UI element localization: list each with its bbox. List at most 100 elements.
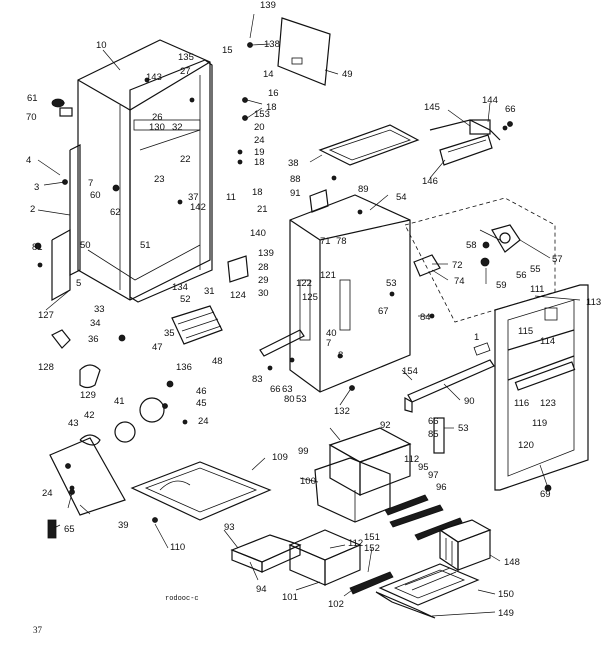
- part-label: 142: [190, 202, 206, 213]
- part-label: 60: [90, 190, 101, 201]
- part-label: 83: [252, 374, 263, 385]
- grille-48: [171, 305, 223, 345]
- part-label: 120: [518, 440, 534, 451]
- part-label: 144: [482, 95, 498, 106]
- part-label: 69: [540, 489, 551, 500]
- part-label: 5: [76, 278, 81, 289]
- part-label: 67: [378, 306, 389, 317]
- part-label: 53: [386, 278, 397, 289]
- part-label: 122: [296, 278, 312, 289]
- part-label: 154: [402, 366, 418, 377]
- part-124: [227, 255, 249, 283]
- part-label: 84: [420, 312, 431, 323]
- part-label: 71: [320, 236, 331, 247]
- part-label: 128: [38, 362, 54, 373]
- part-label: 35: [164, 328, 175, 339]
- part-label: 136: [176, 362, 192, 373]
- inner-liner: [129, 59, 213, 303]
- part-label: 110: [170, 542, 185, 553]
- part-label: 38: [288, 158, 299, 169]
- part-label: 112: [404, 454, 419, 465]
- part-label: 27: [180, 66, 191, 77]
- part-label: 24: [254, 135, 265, 146]
- part-label: 33: [94, 304, 105, 315]
- pan-93: [230, 534, 302, 573]
- part-label: 99: [298, 446, 309, 457]
- part-label: 48: [212, 356, 223, 367]
- bracket-154: [404, 342, 495, 413]
- pan-101: [288, 529, 362, 586]
- part-label: 127: [38, 310, 54, 321]
- part-label: 39: [118, 520, 129, 531]
- part-label: 41: [114, 396, 125, 407]
- hardware-fasteners: [65, 77, 552, 523]
- part-label: 101: [282, 592, 298, 603]
- part-label: 20: [254, 122, 265, 133]
- part-label: 132: [334, 406, 350, 417]
- part-label: 42: [84, 410, 95, 421]
- part-label: 4: [26, 155, 31, 166]
- part-label: 91: [290, 188, 301, 199]
- part-label: 10: [96, 40, 107, 51]
- parts-144-145: [429, 119, 513, 141]
- part-label: 100: [300, 476, 316, 487]
- part-label: 114: [540, 336, 555, 347]
- basket-148: [438, 519, 492, 572]
- part-label: 61: [27, 93, 38, 104]
- part-label: 29: [258, 275, 269, 286]
- part-label: 113: [586, 297, 601, 308]
- part-label: 40: [326, 328, 337, 339]
- part-label: 146: [422, 176, 438, 187]
- strip-102: [349, 571, 394, 595]
- part-label: 46: [196, 386, 207, 397]
- part-label: 58: [466, 240, 477, 251]
- part-label: 153: [254, 109, 270, 120]
- part-label: 139: [260, 0, 276, 11]
- part-label: 70: [26, 112, 37, 123]
- part-label: 149: [498, 608, 514, 619]
- part-label: 19: [254, 147, 265, 158]
- tray-150: [375, 563, 480, 619]
- page-number: 37: [33, 625, 43, 635]
- part-85: [433, 417, 445, 454]
- part-label: 23: [154, 174, 165, 185]
- part-label: 56: [516, 270, 527, 281]
- part-label: 148: [504, 557, 520, 568]
- part-label: 112: [348, 538, 363, 549]
- part-label: 109: [272, 452, 288, 463]
- part-label: 139: [258, 248, 274, 259]
- part-label: 88: [290, 174, 301, 185]
- part-label: 121: [320, 270, 336, 281]
- part-label: 134: [172, 282, 188, 293]
- left-brackets: [34, 98, 81, 302]
- part-label: 116: [514, 398, 529, 409]
- part-label: 85: [428, 429, 439, 440]
- part-label: 53: [458, 423, 469, 434]
- part-label: 81: [32, 242, 43, 253]
- part-label: 24: [198, 416, 209, 427]
- part-label: 28: [258, 262, 269, 273]
- part-label: 66: [270, 384, 281, 395]
- drawing-code: rodooc-c: [165, 595, 199, 603]
- part-label: 78: [336, 236, 347, 247]
- part-label: 36: [88, 334, 99, 345]
- cabinet-shell: [77, 39, 211, 301]
- part-label: 47: [152, 342, 163, 353]
- evaporator-cover-109: [130, 461, 272, 521]
- part-label: 26: [152, 112, 163, 123]
- part-label: 55: [530, 264, 541, 275]
- part-label: 111: [530, 284, 544, 295]
- part-label: 37: [188, 192, 199, 203]
- part-label: 152: [364, 543, 380, 554]
- part-label: 18: [254, 157, 265, 168]
- part-label: 129: [80, 390, 96, 401]
- part-label: 8: [338, 350, 343, 361]
- part-label: 43: [68, 418, 79, 429]
- part-label: 1: [474, 332, 479, 343]
- part-label: 94: [256, 584, 267, 595]
- part-label: 74: [454, 276, 465, 287]
- part-label: 92: [380, 420, 391, 431]
- part-label: 57: [552, 254, 563, 265]
- fan-motor-assembly: [47, 329, 165, 539]
